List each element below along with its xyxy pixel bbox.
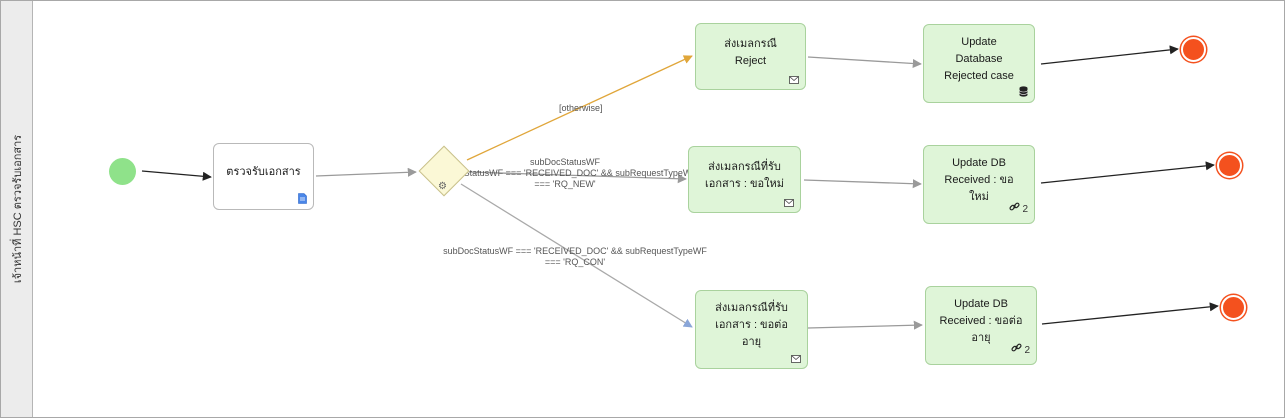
flow-label-rq-con: subDocStatusWF === 'RECEIVED_DOC' && sub… — [440, 246, 710, 268]
flow-rq-con[interactable] — [460, 183, 693, 328]
document-icon — [298, 193, 307, 204]
envelope-icon — [789, 76, 799, 84]
task-label: ส่งเมลกรณี Reject — [724, 37, 777, 67]
link-count: 2 — [1024, 345, 1030, 356]
task-update-db-received-new[interactable]: Update DB Received : ขอ ใหม่ 2 — [923, 145, 1035, 224]
task-label: Update DB Received : ขอ ใหม่ — [944, 157, 1014, 203]
envelope-icon — [784, 199, 794, 207]
database-icon — [1019, 86, 1028, 97]
flow-label-rq-new-line3: === 'RQ_NEW' — [534, 179, 596, 189]
link-marker: 2 — [1011, 342, 1030, 359]
swimlane-header[interactable]: เจ้าหน้าที่ HSC ตรวจรับเอกสาร — [1, 1, 33, 417]
flow-rq-new[interactable] — [468, 171, 687, 184]
link-icon — [1011, 342, 1022, 359]
task-label: Update DB Received : ขอต่อ อายุ — [939, 298, 1023, 344]
flow-rejected-to-end[interactable] — [1040, 45, 1179, 65]
task-update-database-rejected[interactable]: Update Database Rejected case — [923, 24, 1035, 103]
flow-con-to-end[interactable] — [1041, 302, 1219, 325]
link-count: 2 — [1022, 204, 1028, 215]
flow-otherwise[interactable] — [466, 55, 693, 161]
flow-label-rq-new-line2: subDocStatusWF === 'RECEIVED_DOC' && sub… — [433, 168, 697, 178]
end-event-received-con[interactable] — [1221, 295, 1246, 320]
task-label: ส่งเมลกรณีที่รับ เอกสาร : ขอใหม่ — [705, 160, 784, 190]
task-send-received-con-mail[interactable]: ส่งเมลกรณีที่รับ เอกสาร : ขอต่อ อายุ — [695, 290, 808, 369]
start-event[interactable] — [109, 158, 136, 185]
flow-new-to-end[interactable] — [1040, 161, 1215, 184]
flow-label-otherwise: [otherwise] — [559, 103, 603, 113]
flow-new-to-update[interactable] — [803, 179, 922, 189]
gear-icon: ⚙ — [438, 181, 447, 192]
task-label: ส่งเมลกรณีที่รับ เอกสาร : ขอต่อ อายุ — [715, 302, 788, 348]
flow-con-to-update[interactable] — [807, 320, 923, 330]
flow-label-rq-new-line1: subDocStatusWF — [529, 157, 601, 167]
task-send-reject-mail[interactable]: ส่งเมลกรณี Reject — [695, 23, 806, 90]
envelope-icon — [791, 355, 801, 363]
task-receive-documents[interactable]: ตรวจรับเอกสาร — [213, 143, 314, 210]
end-event-rejected[interactable] — [1181, 37, 1206, 62]
flow-start-to-receive[interactable] — [141, 170, 212, 181]
flow-label-rq-new: subDocStatusWF subDocStatusWF === 'RECEI… — [430, 157, 700, 190]
end-event-received-new[interactable] — [1217, 153, 1242, 178]
task-update-db-received-con[interactable]: Update DB Received : ขอต่อ อายุ 2 — [925, 286, 1037, 365]
task-send-received-new-mail[interactable]: ส่งเมลกรณีที่รับ เอกสาร : ขอใหม่ — [688, 146, 801, 213]
flow-label-rq-con-line1: subDocStatusWF === 'RECEIVED_DOC' && sub… — [443, 246, 707, 256]
task-label: Update Database Rejected case — [944, 36, 1014, 82]
link-icon — [1009, 201, 1020, 218]
flow-reject-to-update[interactable] — [807, 56, 922, 69]
task-label: ตรวจรับเอกสาร — [226, 166, 301, 178]
link-marker: 2 — [1009, 201, 1028, 218]
flow-receive-to-gateway[interactable] — [315, 167, 417, 177]
flow-label-rq-con-line2: === 'RQ_CON' — [544, 257, 606, 267]
